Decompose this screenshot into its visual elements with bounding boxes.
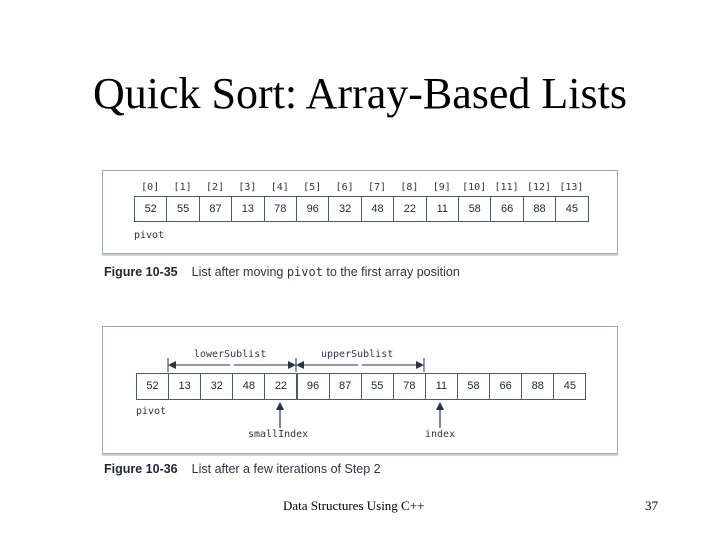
figure-10-35-index-12: [12] [526, 182, 552, 193]
footer-text: Data Structures Using C++ [283, 498, 425, 513]
upper-sublist-label: upperSublist [321, 349, 394, 360]
figure-10-35-cell-9: 11 [425, 196, 459, 222]
figure-10-35-cell-13: 45 [555, 196, 589, 222]
figure-10-35-index-5: [5] [303, 182, 322, 193]
figure-10-36-cell-9: 11 [424, 373, 458, 400]
figure-10-35-caption: Figure 10-35 List after moving pivot to t… [104, 265, 460, 279]
figure-10-35-cell-7: 48 [360, 196, 395, 222]
slide-title: Quick Sort: Array-Based Lists [92, 69, 628, 118]
figure-10-36-cell-12: 88 [521, 373, 555, 400]
figure-10-35-cell-3: 13 [231, 196, 265, 222]
figure-10-35-index-4: [4] [270, 182, 289, 193]
figure-10-35-index-2: [2] [205, 182, 225, 193]
figure-10-36-cell-8: 78 [392, 373, 426, 400]
small-index-label: smallIndex [248, 429, 309, 440]
figure-10-35-cell-11: 66 [490, 196, 524, 222]
figure-10-36-pivot-label: pivot [136, 406, 167, 417]
figure-10-36-cell-0: 52 [136, 373, 170, 400]
figure-10-36-cell-13: 45 [553, 373, 587, 400]
figure-10-35-index-9: [9] [432, 182, 451, 193]
page-number: 37 [645, 498, 658, 513]
figure-10-36-cell-10: 58 [457, 373, 491, 400]
figure-10-35-index-11: [11] [494, 182, 519, 193]
figure-10-36-caption-text: List after a few iterations of Step 2 [191, 462, 381, 476]
figure-10-36-cell-5: 96 [296, 373, 330, 400]
figure-10-36-cell-4: 22 [264, 373, 298, 400]
figure-10-35-index-8: [8] [400, 182, 419, 193]
figure-10-35-cell-5: 96 [296, 196, 330, 222]
figure-10-36-caption: Figure 10-36 List after a few iterations … [104, 462, 381, 476]
figure-10-35-caption-code: pivot [286, 265, 323, 279]
figure-10-36-box [102, 326, 618, 454]
lower-sublist-label: lowerSublist [194, 349, 267, 360]
figure-10-35-caption-number: Figure 10-35 [104, 265, 178, 279]
figure-10-35-cell-8: 22 [393, 196, 427, 222]
figure-10-35-pivot-label: pivot [134, 230, 165, 241]
figure-10-35-index-13: [13] [559, 182, 584, 193]
figure-10-36-caption-number: Figure 10-36 [104, 462, 178, 476]
figure-10-35-cell-1: 55 [166, 196, 200, 222]
figure-10-35-index-7: [7] [367, 182, 387, 193]
figure-10-35-cell-4: 78 [263, 196, 297, 222]
figure-10-36-cell-11: 66 [489, 373, 523, 400]
figure-10-35-cell-6: 32 [328, 196, 362, 222]
figure-10-35-box [102, 170, 618, 254]
figure-10-35-index-1: [1] [173, 182, 192, 193]
figure-10-36-cell-2: 32 [200, 373, 234, 400]
index-label: index [425, 429, 456, 440]
figure-10-35-cell-10: 58 [458, 196, 492, 222]
figure-10-35-caption-pre: List after moving [191, 265, 287, 279]
figure-10-35-index-0: [0] [141, 182, 160, 193]
figure-10-35-index-6: [6] [335, 182, 354, 193]
figure-10-35-cell-12: 88 [522, 196, 557, 222]
figure-10-36-cell-6: 87 [328, 373, 362, 400]
figure-10-36-cell-1: 13 [168, 373, 202, 400]
figure-10-36-cell-7: 55 [360, 373, 394, 400]
figure-10-35-caption-post: to the first array position [322, 265, 460, 279]
figure-10-36-cell-3: 48 [232, 373, 266, 400]
figure-10-35-cell-0: 52 [134, 196, 168, 222]
figure-10-35-cell-2: 87 [198, 196, 233, 222]
figure-10-35-index-10: [10] [462, 182, 487, 193]
figure-10-35-index-3: [3] [238, 182, 257, 193]
